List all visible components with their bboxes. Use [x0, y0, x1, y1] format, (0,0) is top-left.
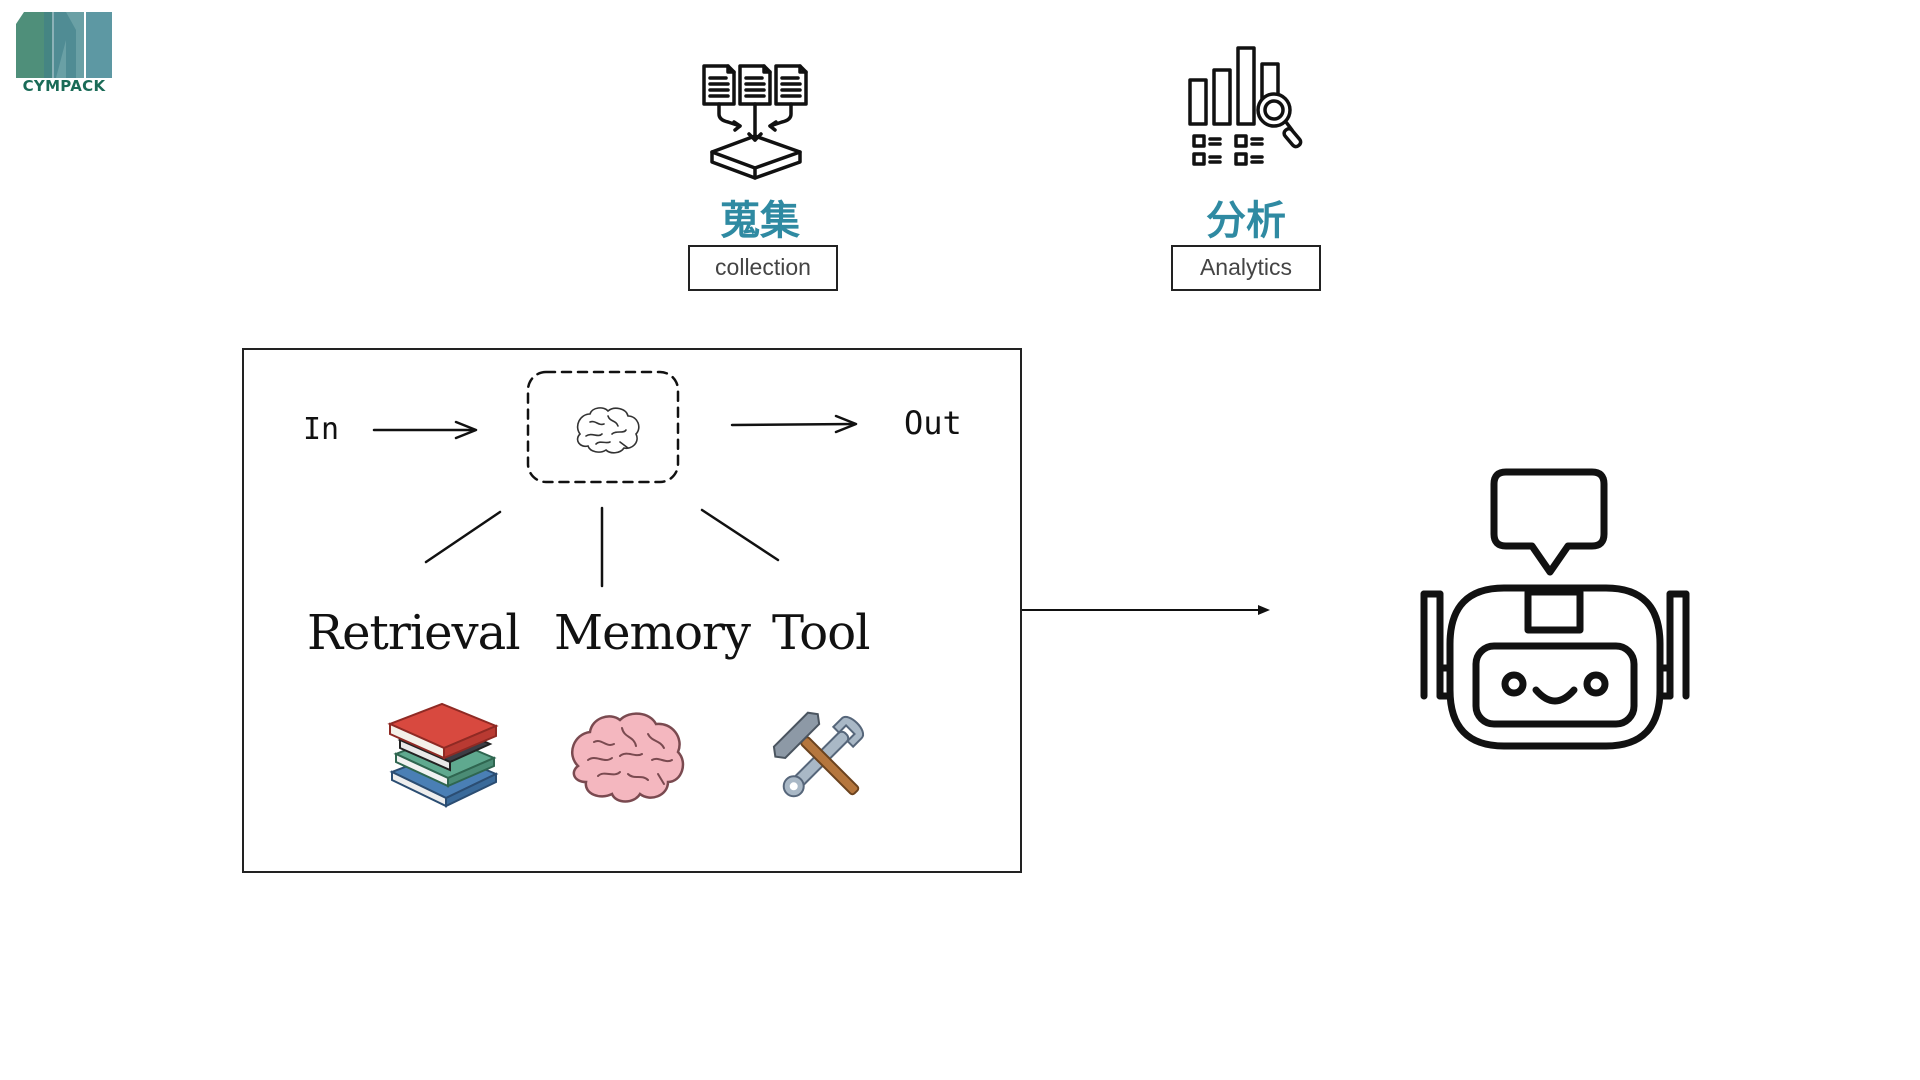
- robot-chat-icon: [1420, 468, 1690, 750]
- output-label: Out: [904, 404, 962, 442]
- component-label-tool: Tool: [772, 605, 870, 661]
- stage-title-collection: 蒐集: [720, 198, 800, 244]
- stage-label-collection: collection: [688, 245, 838, 291]
- brain-icon: [571, 712, 685, 803]
- llm-dashed-box: [526, 370, 680, 484]
- document-collection-icon: [702, 64, 808, 180]
- books-icon: [387, 702, 499, 808]
- to-robot-arrow: [1022, 605, 1270, 615]
- analytics-chart-icon: [1188, 46, 1303, 166]
- component-label-memory: Memory: [554, 605, 751, 661]
- hammer-wrench-icon: [772, 711, 865, 798]
- cympack-logo: [16, 12, 112, 78]
- brain-icon: [576, 407, 640, 454]
- stage-title-analytics: 分析: [1206, 198, 1286, 244]
- logo-text: CYMPACK: [22, 77, 106, 95]
- component-label-retrieval: Retrieval: [307, 605, 521, 661]
- stage-label-analytics: Analytics: [1171, 245, 1321, 291]
- input-label: In: [303, 412, 340, 447]
- output-arrow: [730, 422, 856, 427]
- diagram-connectors: [372, 370, 858, 588]
